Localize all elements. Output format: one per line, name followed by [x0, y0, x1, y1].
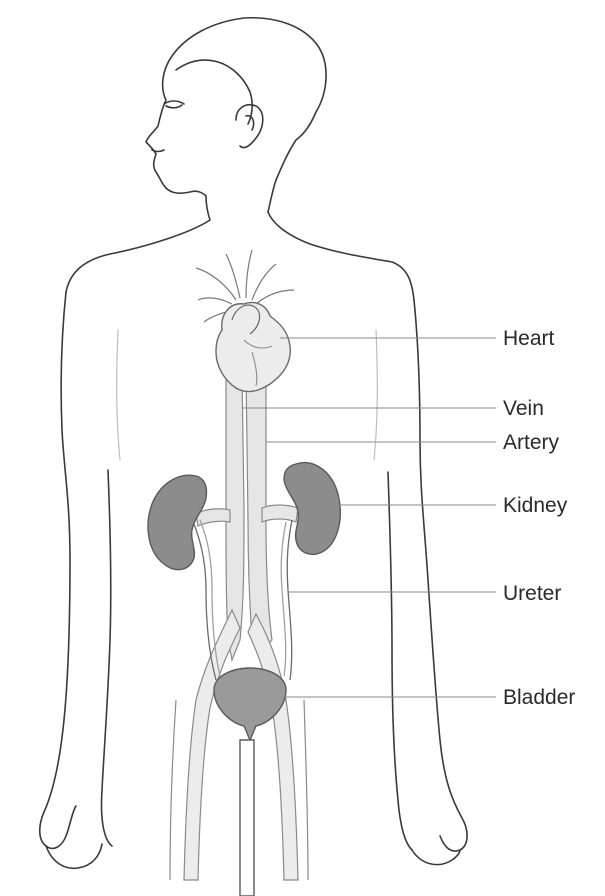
neck-back [268, 212, 414, 300]
left-side-outline [40, 292, 76, 848]
left-inner-arm [101, 470, 112, 846]
bladder [214, 668, 286, 896]
label-heart: Heart [503, 327, 554, 351]
mouth [152, 150, 164, 152]
ureter-right-inner [281, 522, 286, 676]
leg-vessel-right-outer [304, 700, 308, 880]
right-inner-arm [388, 472, 412, 850]
main-vessels [170, 370, 308, 880]
chest-line-left [117, 330, 120, 460]
chest-line-right [374, 330, 377, 460]
urethra [240, 740, 254, 896]
right-hand [412, 850, 460, 865]
label-bladder: Bladder [503, 686, 575, 710]
label-kidney: Kidney [503, 494, 567, 518]
right-side-outline [414, 300, 467, 851]
neck-front [66, 196, 210, 292]
leg-vessel-left-outer [170, 700, 176, 880]
hair-line [176, 60, 252, 124]
iliac-right [248, 614, 298, 880]
eye [164, 101, 184, 108]
ear [236, 105, 263, 148]
label-vein: Vein [503, 397, 544, 421]
heart-shape [216, 303, 290, 392]
heart [216, 303, 290, 392]
label-ureter: Ureter [503, 582, 561, 606]
label-artery: Artery [503, 431, 559, 455]
renal-vessels-right [262, 505, 298, 522]
ureter-right [287, 520, 292, 680]
